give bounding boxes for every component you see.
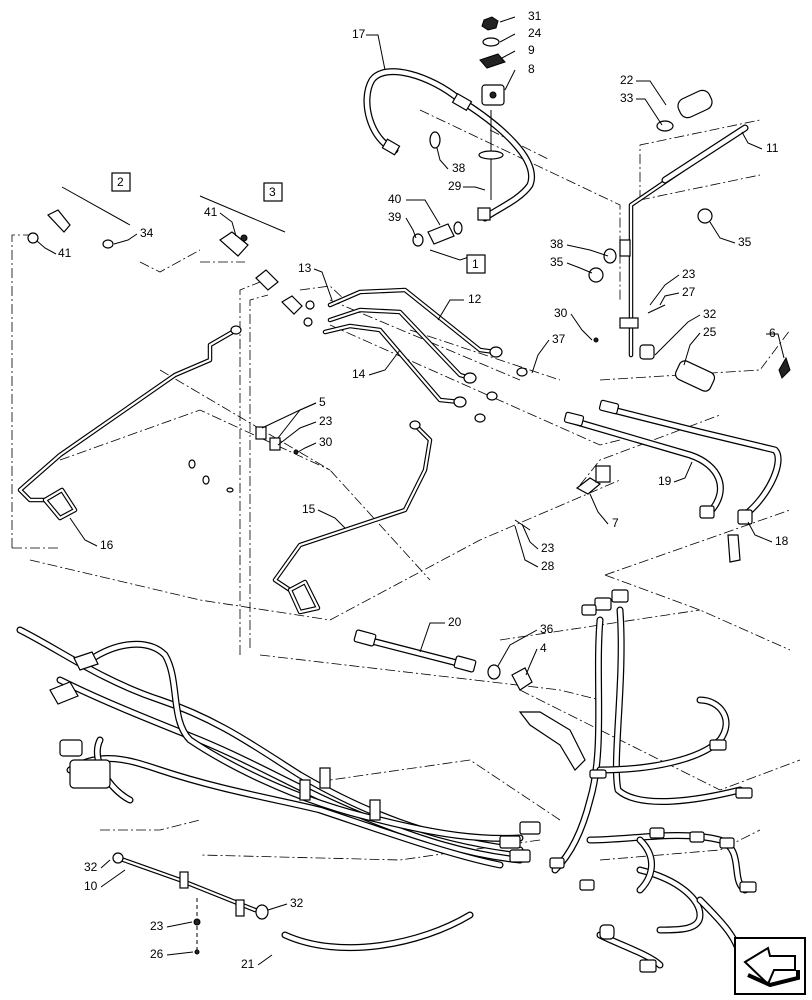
callout-30: 30 — [319, 435, 333, 449]
callout-20: 20 — [448, 615, 462, 629]
callout-8: 8 — [528, 62, 535, 76]
boxed-callout-1: 1 — [472, 257, 479, 271]
arrow-left-icon[interactable] — [734, 937, 806, 995]
callout-21: 21 — [241, 957, 255, 971]
callout-23: 23 — [541, 541, 555, 555]
callout-32: 32 — [290, 896, 304, 910]
callout-9: 9 — [528, 43, 535, 57]
fittings-38-39-40 — [412, 131, 463, 247]
callout-16: 16 — [100, 538, 114, 552]
callout-27: 27 — [682, 285, 696, 299]
callout-23: 23 — [682, 267, 696, 281]
boxed-callout-3: 3 — [269, 185, 276, 199]
callout-labels: 3124981722331138294039383535232734414113… — [58, 9, 789, 971]
hose-19 — [563, 399, 782, 563]
callout-7: 7 — [612, 516, 619, 530]
callout-35: 35 — [738, 235, 752, 249]
bracket-7 — [514, 465, 611, 531]
callout-23: 23 — [150, 919, 164, 933]
callout-4: 4 — [540, 641, 547, 655]
callout-22: 22 — [620, 73, 634, 87]
callout-32: 32 — [703, 307, 717, 321]
hose-21 — [281, 911, 474, 952]
callout-36: 36 — [540, 622, 554, 636]
tubes-12-13-14 — [303, 287, 528, 423]
callout-35: 35 — [550, 255, 564, 269]
callout-33: 33 — [620, 91, 634, 105]
callout-15: 15 — [302, 502, 316, 516]
callout-31: 31 — [528, 9, 542, 23]
callout-37: 37 — [552, 332, 566, 346]
hose-harness-left — [16, 626, 541, 869]
hose-harness-right — [518, 589, 757, 973]
callout-box-1 — [466, 254, 486, 274]
callout-box-2 — [111, 172, 131, 192]
callout-6: 6 — [769, 326, 776, 340]
callout-18: 18 — [775, 534, 789, 548]
callout-17: 17 — [352, 27, 366, 41]
callout-41: 41 — [204, 205, 218, 219]
tube-15 — [255, 420, 433, 615]
callout-13: 13 — [298, 261, 312, 275]
callout-11: 11 — [766, 141, 779, 155]
fittings-group-2-3 — [27, 186, 303, 315]
callout-40: 40 — [388, 192, 402, 206]
callout-19: 19 — [658, 474, 672, 488]
hose-20 — [353, 629, 533, 691]
callout-39: 39 — [388, 210, 402, 224]
callout-41: 41 — [58, 246, 72, 260]
callout-30: 30 — [554, 306, 568, 320]
callout-26: 26 — [150, 947, 164, 961]
callout-25: 25 — [703, 325, 717, 339]
tube-assembly-11 — [588, 89, 791, 392]
callout-38: 38 — [550, 237, 564, 251]
callout-38: 38 — [452, 161, 466, 175]
callout-12: 12 — [468, 292, 482, 306]
hose-17 — [363, 68, 535, 222]
callout-34: 34 — [140, 226, 154, 240]
leader-lines — [36, 16, 785, 966]
callout-28: 28 — [541, 559, 555, 573]
boxed-callout-2: 2 — [117, 175, 124, 189]
tube-16 — [17, 325, 242, 521]
callout-32: 32 — [84, 860, 98, 874]
callout-24: 24 — [528, 26, 542, 40]
phantom-lines — [11, 109, 801, 861]
callout-10: 10 — [84, 879, 98, 893]
clamp-parts-8-9-24-31 — [478, 16, 506, 200]
callout-14: 14 — [352, 367, 366, 381]
callout-5: 5 — [319, 395, 326, 409]
boxed-callout-labels: 1 2 3 — [111, 172, 486, 274]
callout-29: 29 — [448, 179, 462, 193]
tube-10 — [112, 852, 269, 955]
callout-box-3 — [263, 182, 283, 202]
callout-23: 23 — [319, 414, 333, 428]
